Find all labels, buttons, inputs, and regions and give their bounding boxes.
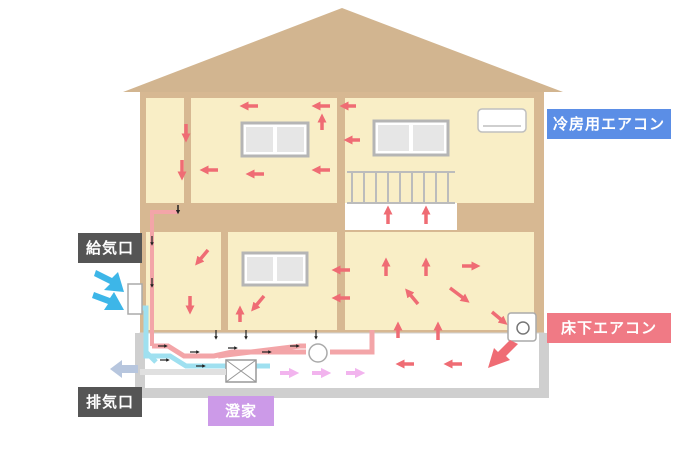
underfloor-ac-unit-icon <box>507 312 537 342</box>
stairwell-opening <box>345 203 457 230</box>
room-1f-left <box>146 232 221 330</box>
underfloor-outflow-arrow <box>488 340 518 368</box>
supply-vent-label: 給気口 <box>78 233 142 263</box>
ventilation-unit-icon <box>225 359 257 383</box>
room-1f-right <box>345 232 534 330</box>
supply-ducts <box>138 305 270 369</box>
foundation-outline <box>135 333 549 398</box>
product-label: 澄家 <box>208 396 274 426</box>
roof <box>123 8 563 92</box>
stair-railing <box>347 171 455 204</box>
underfloor-ac-label: 床下エアコン <box>547 313 671 343</box>
exhaust-vent-label: 排気口 <box>78 387 142 417</box>
fan-icon <box>308 343 328 363</box>
supply-air-arrows <box>92 270 124 310</box>
window-2f-center <box>240 121 310 158</box>
duct-vertical <box>150 210 178 346</box>
window-1f-center <box>241 251 309 287</box>
duct-flow-arrows <box>150 236 318 368</box>
room-2f-left <box>146 98 184 203</box>
warm-air-arrows <box>177 101 508 369</box>
air-conditioner-icon <box>477 108 527 133</box>
window-2f-right <box>372 119 450 157</box>
cooling-ac-label: 冷房用エアコン <box>547 109 671 139</box>
supply-filter-icon <box>127 283 143 315</box>
exhaust-air-arrow <box>110 360 138 378</box>
